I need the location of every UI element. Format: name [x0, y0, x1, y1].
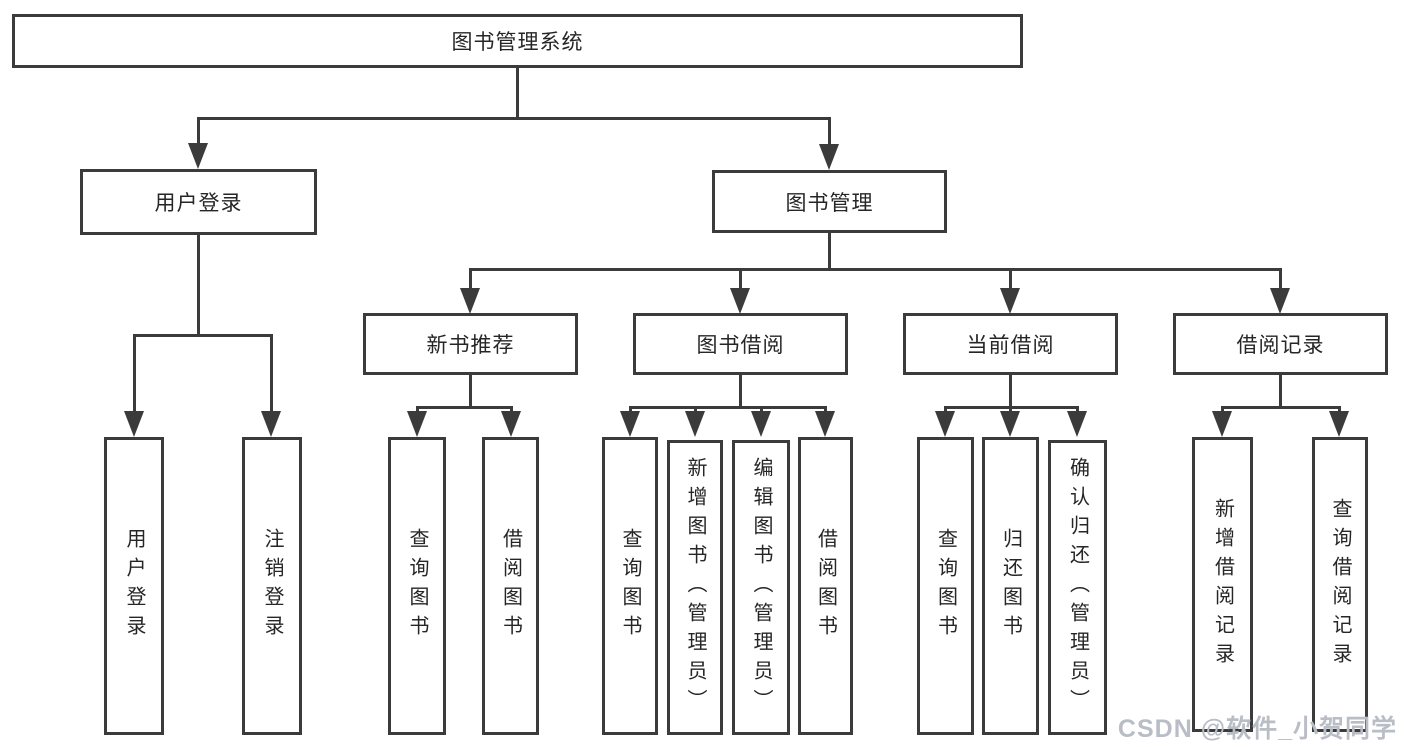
arrow-down-icon — [1329, 411, 1349, 437]
arrow-down-icon — [407, 411, 427, 437]
arrow-down-icon — [1000, 411, 1020, 437]
arrow-down-icon — [815, 411, 835, 437]
leaf-borrow-books: 借阅图书 — [798, 437, 853, 735]
leaf-add-borrow-record: 新增借阅记录 — [1192, 437, 1253, 732]
arrow-down-icon — [501, 411, 521, 437]
node-current-borrow: 当前借阅 — [903, 313, 1118, 375]
connector-line — [629, 406, 827, 409]
node-new-book-recommend: 新书推荐 — [363, 313, 578, 375]
leaf-add-books-admin: 新增图书（管理员） — [667, 440, 723, 735]
connector-line — [1279, 268, 1282, 294]
arrow-down-icon — [1067, 411, 1087, 437]
leaf-recommend-query-books: 查询图书 — [388, 437, 446, 735]
leaf-query-borrow-record: 查询借阅记录 — [1312, 437, 1368, 732]
connector-line — [133, 334, 136, 422]
leaf-logout: 注销登录 — [242, 437, 302, 735]
connector-line — [828, 233, 831, 271]
connector-line — [469, 268, 1282, 271]
arrow-down-icon — [685, 411, 705, 437]
connector-line — [270, 334, 273, 422]
node-book-borrow: 图书借阅 — [633, 313, 848, 375]
arrow-down-icon — [1000, 288, 1020, 314]
arrow-down-icon — [1212, 411, 1232, 437]
arrow-down-icon — [620, 411, 640, 437]
connector-line — [516, 68, 519, 120]
connector-line — [469, 268, 472, 294]
node-book-management: 图书管理 — [712, 170, 947, 233]
arrow-down-icon — [188, 143, 208, 169]
leaf-recommend-borrow-books: 借阅图书 — [482, 437, 539, 735]
connector-line — [739, 268, 742, 294]
arrow-down-icon — [261, 411, 281, 437]
connector-line — [133, 334, 273, 337]
connector-line — [469, 375, 472, 409]
leaf-borrow-query-books: 查询图书 — [602, 437, 658, 735]
csdn-watermark: CSDN @软件_小贺同学 — [1117, 715, 1397, 743]
arrow-down-icon — [460, 288, 480, 314]
connector-line — [416, 406, 513, 409]
arrow-down-icon — [935, 411, 955, 437]
connector-line — [828, 117, 831, 151]
arrow-down-icon — [819, 144, 839, 170]
arrow-down-icon — [124, 411, 144, 437]
connector-line — [739, 375, 742, 409]
arrow-down-icon — [751, 411, 771, 437]
leaf-edit-books-admin: 编辑图书（管理员） — [732, 440, 790, 735]
connector-line — [1009, 268, 1012, 294]
connector-line — [197, 117, 200, 151]
node-borrow-records: 借阅记录 — [1173, 313, 1388, 375]
node-root: 图书管理系统 — [12, 14, 1023, 68]
leaf-current-query-books: 查询图书 — [917, 437, 974, 735]
leaf-user-login: 用户登录 — [104, 437, 164, 735]
connector-line — [1009, 375, 1012, 409]
arrow-down-icon — [730, 288, 750, 314]
connector-line — [1221, 406, 1341, 409]
connector-line — [197, 117, 831, 120]
arrow-down-icon — [1270, 288, 1290, 314]
connector-line — [197, 235, 200, 336]
node-user-login: 用户登录 — [80, 169, 317, 235]
leaf-confirm-return-admin: 确认归还（管理员） — [1048, 440, 1107, 735]
leaf-return-books: 归还图书 — [982, 437, 1039, 735]
connector-line — [1279, 375, 1282, 409]
